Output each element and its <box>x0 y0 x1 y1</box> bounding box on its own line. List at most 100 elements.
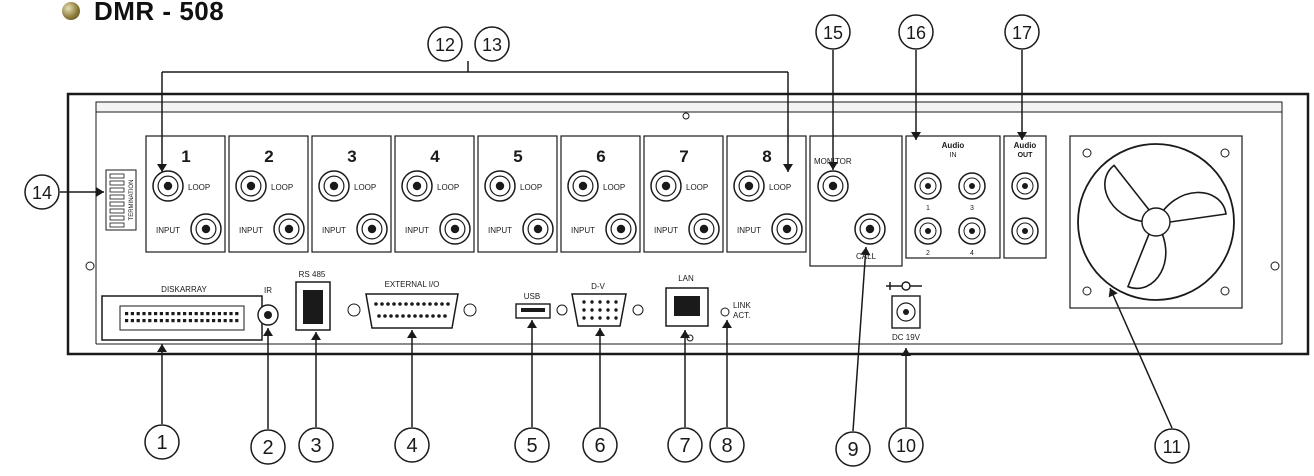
audio-out-jack-pin-1 <box>1022 183 1028 189</box>
arrow-14-head <box>96 187 104 197</box>
external-io-pin <box>374 302 378 306</box>
callout-circle-11 <box>1154 428 1190 464</box>
callout-10: 10 <box>888 427 924 463</box>
arrow-8 <box>722 320 732 427</box>
callout-4: 4 <box>394 427 430 463</box>
channel-box-8 <box>726 135 807 253</box>
callout-number-1: 1 <box>156 432 167 454</box>
external-io-pin <box>404 302 408 306</box>
diskarray-pin <box>235 319 239 323</box>
diskarray-pin <box>136 319 140 323</box>
loop-bnc-2-ring <box>240 175 262 197</box>
loop-label-5: LOOP <box>520 183 542 192</box>
monitor-box <box>809 135 903 267</box>
fan-blade-2 <box>1126 220 1167 290</box>
external-io-pin <box>422 302 426 306</box>
audio-out-jack-pin-2 <box>1022 228 1028 234</box>
external-io-pin <box>416 302 420 306</box>
input-bnc-1-ring <box>195 218 217 240</box>
diskarray-pin <box>212 319 216 323</box>
external-io-pin <box>443 314 447 318</box>
arrow-7-head <box>680 330 690 338</box>
external-io-pin <box>407 314 411 318</box>
audio-out-label-line2: OUT <box>1018 152 1034 159</box>
arrow-16 <box>911 50 921 140</box>
external-io-pin <box>440 302 444 306</box>
diskarray-pin <box>217 319 221 323</box>
termination-dip-4 <box>109 194 125 200</box>
input-bnc-5-ring <box>527 218 549 240</box>
usb-label: USB <box>524 292 540 301</box>
connectors <box>101 143 1235 342</box>
external-io-pin <box>413 314 417 318</box>
termination-label: TERMINATION <box>129 180 135 221</box>
callout-11: 11 <box>1154 428 1190 464</box>
loop-bnc-8-pin <box>744 181 754 191</box>
lan-socket <box>674 296 700 316</box>
channel-box-3 <box>311 135 392 253</box>
callout-circle-8 <box>709 427 745 463</box>
callout-circle-3 <box>298 427 334 463</box>
callout-number-4: 4 <box>406 435 417 457</box>
callout-circle-7 <box>667 427 703 463</box>
dsub-pin <box>598 308 602 312</box>
arrow-12-right <box>783 72 793 172</box>
callout-13: 13 <box>474 26 510 62</box>
callout-7: 7 <box>667 427 703 463</box>
callout-6: 6 <box>582 427 618 463</box>
callout-15: 15 <box>815 14 851 50</box>
callout-bracket-12-13 <box>162 61 788 73</box>
audio-in-number-4: 4 <box>970 250 974 257</box>
audio-in-jack-2 <box>958 172 986 200</box>
arrow-11-head <box>1108 288 1118 298</box>
dsub-pin <box>606 316 610 320</box>
input-bnc-1 <box>190 213 222 245</box>
audio-out-jack-ring-1 <box>1016 177 1034 195</box>
arrow-1-head <box>157 344 167 352</box>
callout-circle-17 <box>1004 14 1040 50</box>
diskarray-pin <box>165 319 169 323</box>
input-label-3: INPUT <box>322 226 346 235</box>
dc-polarity-ring <box>901 281 911 291</box>
loop-bnc-4 <box>401 170 433 202</box>
input-label-5: INPUT <box>488 226 512 235</box>
input-bnc-6-pin <box>616 224 626 234</box>
dc-jack-pin <box>903 309 909 315</box>
lan-label: LAN <box>678 274 694 283</box>
callout-number-5: 5 <box>526 435 537 457</box>
arrow-2-head <box>263 328 273 336</box>
diskarray-pin <box>159 312 163 316</box>
arrow-12-left-head <box>157 164 167 172</box>
dsub-pin <box>590 308 594 312</box>
diskarray-socket <box>119 305 245 331</box>
arrow-11 <box>1108 287 1173 429</box>
diskarray-pin <box>200 312 204 316</box>
external-io-pin <box>389 314 393 318</box>
callout-16: 16 <box>898 14 934 50</box>
audio-in-jack-3 <box>914 217 942 245</box>
chassis-top-lip <box>95 101 1283 113</box>
loop-label-7: LOOP <box>686 183 708 192</box>
callout-circle-16 <box>898 14 934 50</box>
loop-bnc-7-ring <box>655 175 677 197</box>
input-label-2: INPUT <box>239 226 263 235</box>
external-io-pin <box>377 314 381 318</box>
diskarray-pin <box>188 319 192 323</box>
rs485-socket <box>303 290 323 324</box>
termination-dip-1 <box>109 173 125 179</box>
arrow-3 <box>311 332 321 427</box>
callout-number-7: 7 <box>679 435 690 457</box>
diskarray-pin <box>223 319 227 323</box>
audio-in-jack-ring-4 <box>963 222 981 240</box>
arrow-8-head <box>722 320 732 328</box>
callout-12: 12 <box>427 26 463 62</box>
channel-number-7: 7 <box>679 147 688 166</box>
callout-number-13: 13 <box>482 35 502 55</box>
channel-box-4 <box>394 135 475 253</box>
input-label-6: INPUT <box>571 226 595 235</box>
loop-bnc-8 <box>733 170 765 202</box>
arrow-17 <box>1017 50 1027 140</box>
callout-number-3: 3 <box>310 435 321 457</box>
arrow-5 <box>527 320 537 427</box>
